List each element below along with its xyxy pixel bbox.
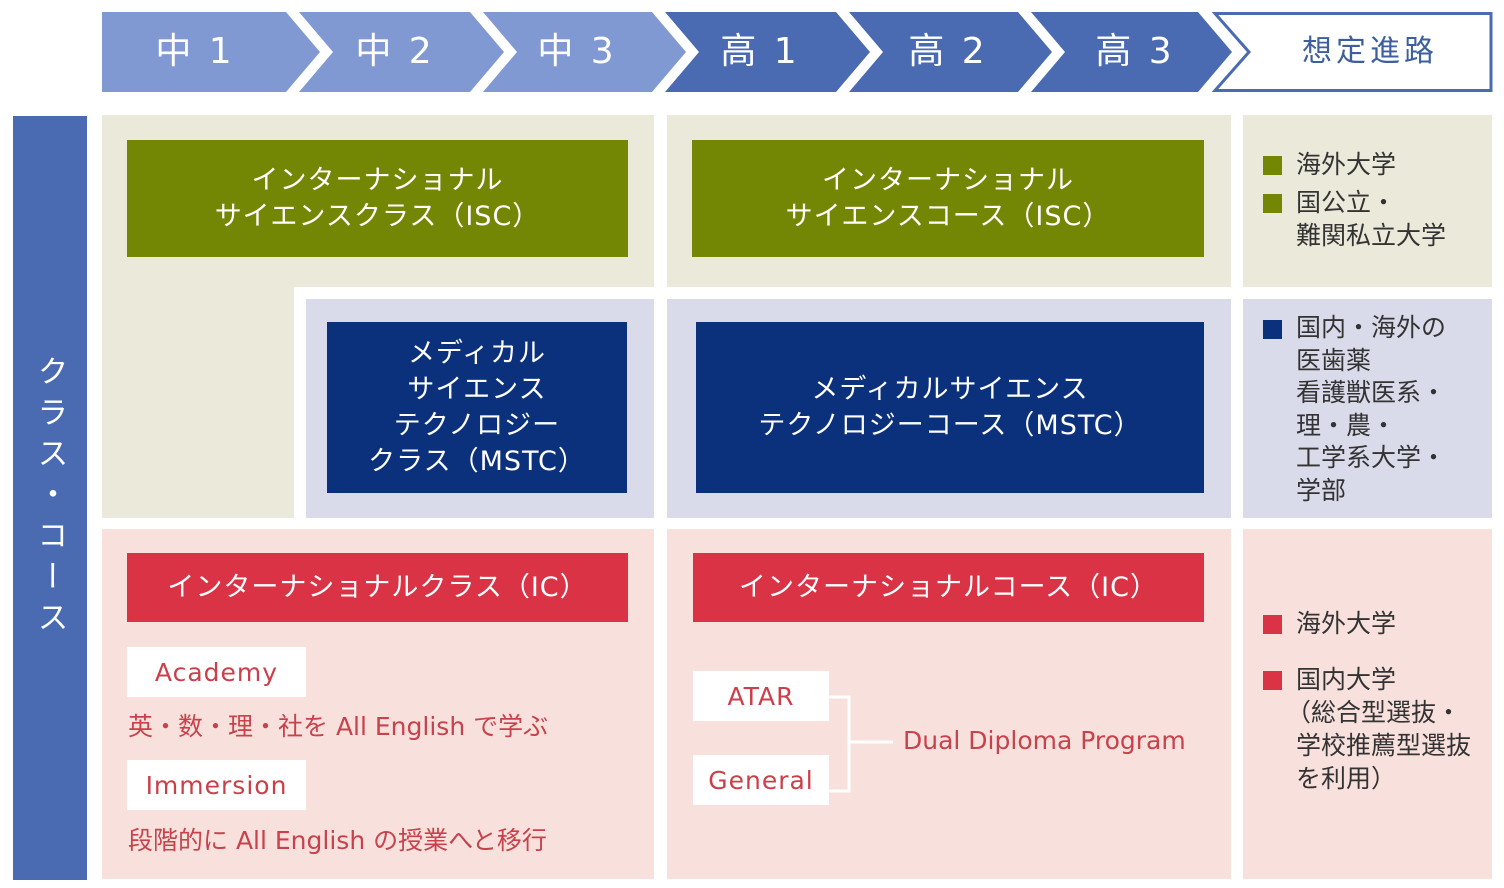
destination-text: 学部 (1296, 475, 1347, 505)
grade-label: 中 1 (155, 31, 235, 72)
academy-description: 英・数・理・社を All English で学ぶ (128, 712, 549, 741)
immersion-tag: Immersion (127, 760, 306, 810)
grade-label: 高 1 (720, 31, 800, 72)
destination-text: 国公立・ (1296, 188, 1397, 217)
chevron-grade-6 (1031, 12, 1232, 92)
ic-class-box: インターナショナルクラス（IC） (127, 553, 628, 622)
destination-text: 国内・海外の (1296, 313, 1447, 342)
chevron-grade-2 (299, 12, 504, 92)
academy-tag: Academy (127, 647, 306, 697)
destination-text: 海外大学 (1296, 609, 1397, 638)
isc-course-box: インターナショナル サイエンスコース（ISC） (692, 140, 1204, 257)
square-bullet-icon (1263, 320, 1282, 339)
destination-text: （総合型選抜・ (1286, 698, 1462, 727)
class-course-side-label: クラス・コース (13, 116, 87, 880)
mstc-class-line: クラス（MSTC） (368, 445, 586, 477)
mstc-destination-panel (1243, 299, 1492, 518)
isc-class-line: サイエンスクラス（ISC） (214, 200, 541, 232)
destination-text: 看護獣医系・ (1296, 378, 1447, 407)
destination-item: 国内大学 （総合型選抜・ 学校推薦型選抜 を利用） (1263, 663, 1471, 795)
grade-label: 中 2 (355, 31, 435, 72)
dual-diploma-bracket (829, 695, 893, 793)
mstc-course-box: メディカルサイエンス テクノロジーコース（MSTC） (696, 322, 1204, 493)
destination-item: 海外大学 (1263, 148, 1396, 181)
isc-course-line: インターナショナル (822, 164, 1074, 196)
square-bullet-icon (1263, 615, 1282, 634)
mstc-destinations: 国内・海外の 医歯薬 看護獣医系・ 理・農・ 工学系大学・ 学部 (1243, 299, 1492, 518)
grade-label: 中 3 (537, 31, 617, 72)
immersion-description: 段階的に All English の授業へと移行 (128, 826, 547, 855)
isc-class-line: インターナショナル (251, 164, 504, 196)
destination-item: 国公立・ 難関私立大学 (1263, 186, 1446, 252)
isc-class-box: インターナショナル サイエンスクラス（ISC） (127, 140, 628, 257)
ic-destinations: 海外大学 国内大学 （総合型選抜・ 学校推薦型選抜 を利用） (1243, 529, 1492, 879)
chevron-grade-5 (849, 12, 1052, 92)
destination-text: 学校推薦型選抜 (1296, 731, 1472, 760)
destination-item: 海外大学 (1263, 607, 1396, 640)
destination-label: 想定進路 (1302, 34, 1438, 69)
destination-text: を利用） (1296, 764, 1397, 793)
ic-class-label: インターナショナルクラス（IC） (167, 571, 588, 603)
destination-text: 難関私立大学 (1296, 221, 1447, 250)
destination-text: 海外大学 (1296, 150, 1397, 179)
chevron-grade-3 (483, 12, 686, 92)
ic-destination-panel (1243, 529, 1492, 879)
destination-text: 医歯薬 (1296, 345, 1372, 375)
destination-item: 国内・海外の 医歯薬 看護獣医系・ 理・農・ 工学系大学・ 学部 (1263, 312, 1446, 507)
destination-text: 理・農・ (1296, 410, 1397, 440)
mstc-course-line: テクノロジーコース（MSTC） (758, 409, 1142, 441)
atar-tag: ATAR (693, 671, 829, 721)
mstc-class-line: メディカル (407, 337, 547, 369)
destination-text: 国内大学 (1296, 665, 1397, 694)
mstc-course-line: メディカルサイエンス (811, 373, 1089, 405)
mstc-class-box: メディカル サイエンス テクノロジー クラス（MSTC） (327, 322, 627, 493)
grade-chevrons (102, 12, 1493, 92)
grade-label: 高 3 (1095, 31, 1175, 72)
square-bullet-icon (1263, 194, 1282, 213)
mstc-class-line: テクノロジー (393, 409, 561, 441)
ic-course-box: インターナショナルコース（IC） (693, 553, 1204, 622)
isc-course-line: サイエンスコース（ISC） (785, 200, 1111, 232)
isc-junior-panel-extension (102, 287, 294, 518)
general-tag: General (693, 755, 829, 805)
isc-destinations: 海外大学 国公立・ 難関私立大学 (1243, 115, 1492, 287)
isc-destination-panel (1243, 115, 1492, 287)
grade-label: 高 2 (908, 31, 988, 72)
chevron-grade-1 (102, 12, 320, 92)
destination-chevron (1211, 12, 1493, 92)
square-bullet-icon (1263, 156, 1282, 175)
mstc-class-line: サイエンス (407, 373, 547, 405)
ic-course-label: インターナショナルコース（IC） (739, 571, 1158, 603)
dual-diploma-label: Dual Diploma Program (903, 726, 1186, 755)
chevron-grade-4 (665, 12, 870, 92)
square-bullet-icon (1263, 671, 1282, 690)
destination-text: 工学系大学・ (1296, 443, 1447, 472)
